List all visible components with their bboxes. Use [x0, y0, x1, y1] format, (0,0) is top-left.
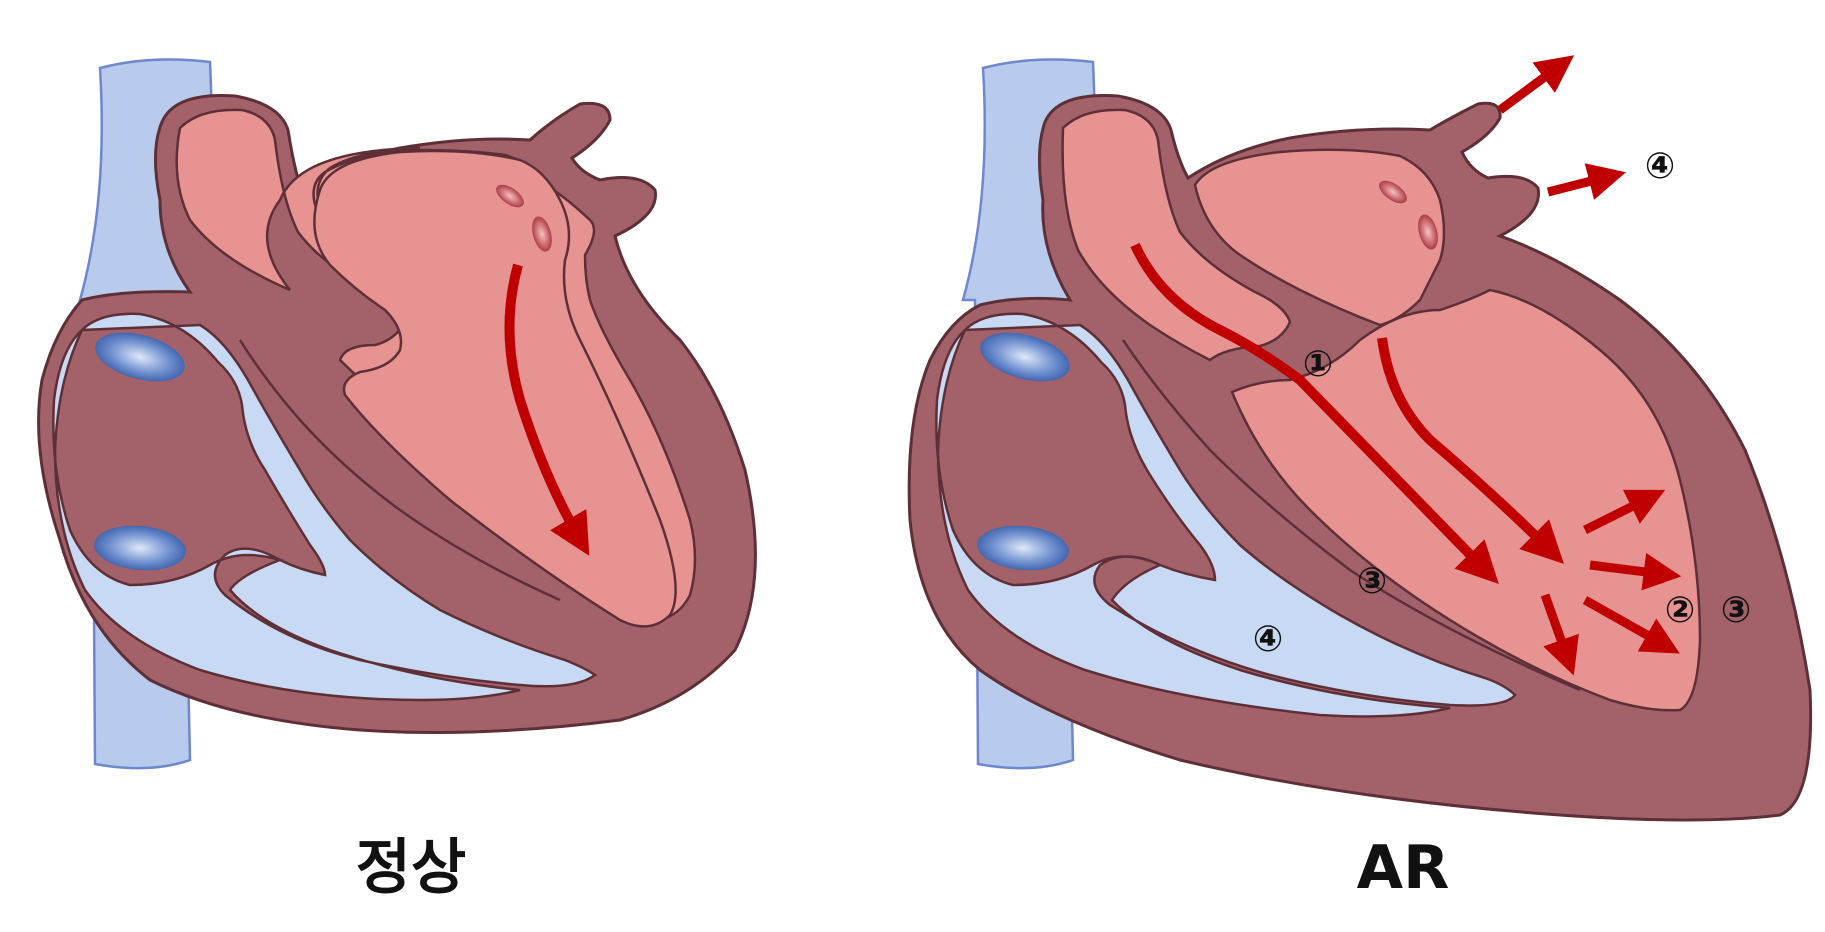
caption-ar: AR [1356, 833, 1450, 903]
aortic-valve-cusp [532, 216, 552, 252]
aortic-valve-cusp [1379, 180, 1407, 204]
right-valve-upper [980, 332, 1070, 382]
normal-heart [37, 58, 757, 770]
right-valve-lower [94, 525, 186, 571]
blood-flow-arrow [504, 263, 590, 556]
dilation-arrow [1582, 596, 1680, 654]
marker-four-aorta: ④ [1645, 146, 1675, 187]
caption-normal: 정상 [355, 833, 467, 903]
marker-two: ② [1665, 590, 1695, 631]
marker-three-septum: ③ [1357, 561, 1387, 602]
ar-heart: ① ② ③ ③ ④ ④ [907, 55, 1813, 822]
right-valve-upper [95, 332, 185, 382]
aortic-outflow-arrow [1546, 163, 1626, 200]
marker-three-wall: ③ [1721, 590, 1751, 631]
left-ventricle [313, 149, 677, 628]
septum [1121, 339, 1581, 692]
dilation-arrow [1540, 593, 1579, 676]
regurgitant-flow-arrow [1130, 242, 1499, 585]
left-ventricle [1230, 288, 1702, 712]
aortic-valve-cusp [1418, 214, 1438, 250]
left-atrium [1061, 108, 1292, 362]
aortic-root [1193, 148, 1446, 327]
aortic-outflow-arrow [1497, 55, 1575, 114]
right-heart-chambers [52, 312, 598, 702]
septum [238, 339, 561, 602]
marker-one: ① [1303, 344, 1333, 385]
dilation-arrow [1589, 552, 1682, 591]
marker-four-atrium: ④ [1253, 619, 1283, 660]
aortic-valve-cusp [496, 184, 524, 208]
dilation-arrow [1582, 489, 1666, 535]
mitral-flow-arrow [1377, 337, 1564, 564]
right-heart-chambers [935, 312, 1517, 718]
right-valve-lower [977, 525, 1069, 571]
